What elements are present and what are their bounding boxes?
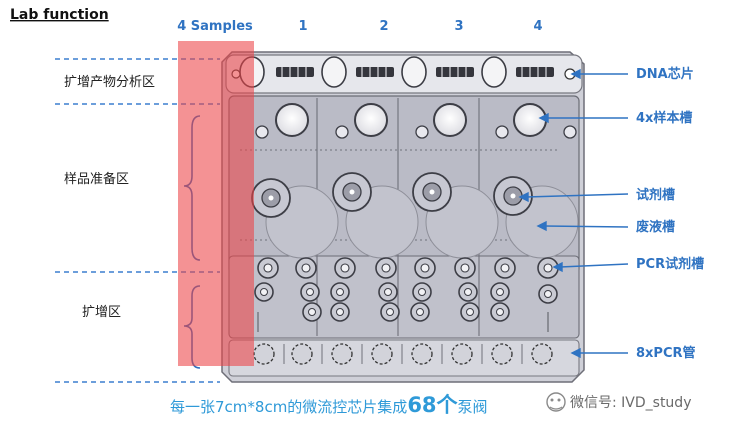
callout-sample-well: 4x样本槽 <box>636 110 692 126</box>
pcr-tubes <box>253 343 553 365</box>
zone-label-analysis: 扩增产物分析区 <box>64 75 155 90</box>
ports-upper <box>255 125 577 139</box>
caption-number: 68个 <box>407 393 458 417</box>
pcr-reagent-ports <box>257 257 559 279</box>
callout-dna-chip: DNA芯片 <box>636 66 694 82</box>
page-heading: Lab function <box>10 7 109 23</box>
callout-reagent-tank: 试剂槽 <box>636 187 675 203</box>
bottom-caption: 每一张7cm*8cm的微流控芯片集成68个泵阀 <box>170 389 590 419</box>
highlight-samples-column <box>178 41 254 366</box>
reagent-tanks <box>251 172 533 218</box>
callout-arrows <box>518 68 629 359</box>
samples-header: 4 Samples <box>177 19 253 34</box>
sample-wells <box>275 103 547 137</box>
zone-label-amplification: 扩增区 <box>82 305 121 320</box>
lane-header-1: 1 <box>298 19 307 34</box>
zone-label-sample-prep: 样品准备区 <box>64 171 129 187</box>
amplification-ports <box>254 282 558 332</box>
callout-waste-tank: 废液槽 <box>636 219 675 235</box>
caption-prefix: 每一张7cm*8cm的微流控芯片集成 <box>170 398 408 416</box>
lane-header-4: 4 <box>533 19 542 34</box>
callout-pcr-reagent: PCR试剂槽 <box>636 256 704 272</box>
callout-pcr-tube: 8xPCR管 <box>636 345 696 361</box>
lane-header-3: 3 <box>454 19 463 34</box>
wechat-icon <box>546 392 566 412</box>
watermark-text: 微信号: IVD_study <box>570 395 692 411</box>
lane-header-2: 2 <box>379 19 388 34</box>
caption-suffix: 泵阀 <box>457 398 488 416</box>
